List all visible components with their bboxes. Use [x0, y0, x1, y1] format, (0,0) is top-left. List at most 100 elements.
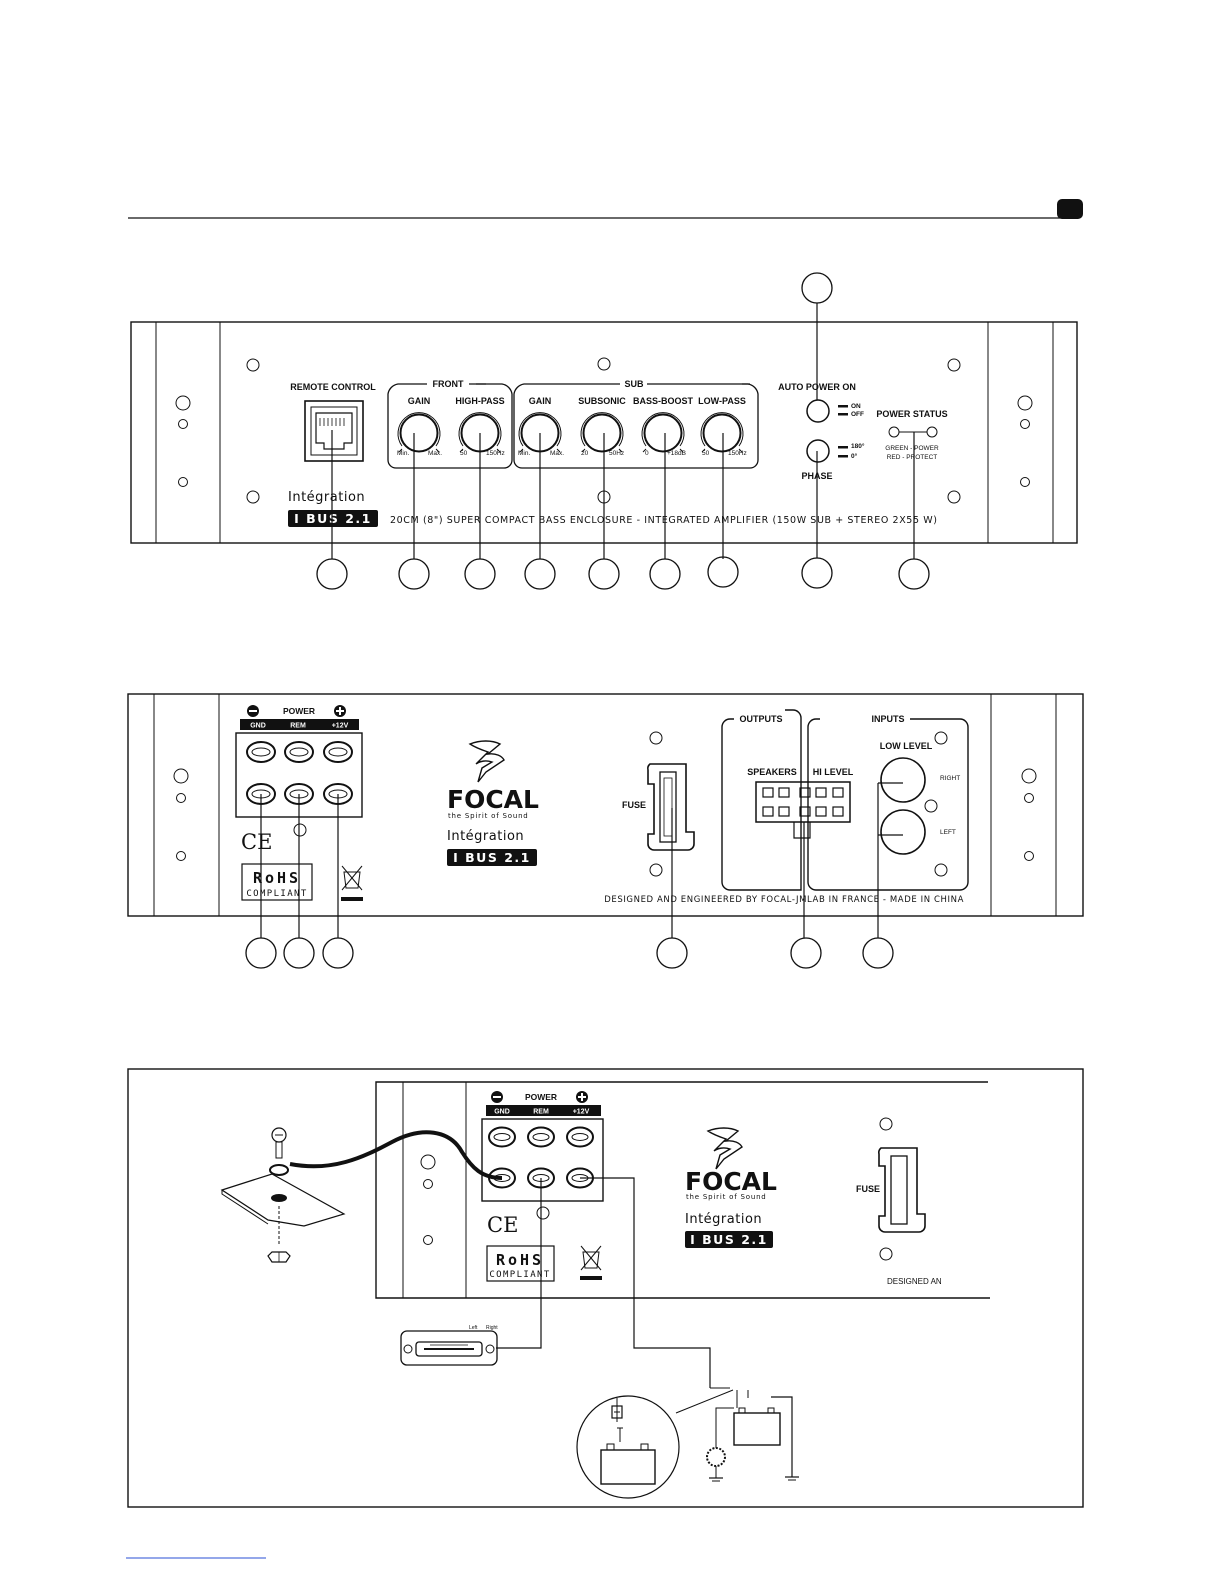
low-level-label: LOW LEVEL [880, 741, 933, 751]
subsonic-label: SUBSONIC [578, 396, 626, 406]
fuse-zoom-icon [600, 1398, 656, 1485]
speaker-hi-level-connector[interactable] [755, 781, 851, 839]
ground-cable [289, 1130, 503, 1180]
bass-boost-max: +18dB [667, 450, 686, 457]
rohs-badge-rear [241, 863, 313, 901]
left-input-label: LEFT [940, 829, 956, 836]
sub-group-label: SUB [624, 379, 644, 389]
on-marker [838, 405, 848, 408]
front-gain-label: GAIN [408, 396, 431, 406]
outputs-label: OUTPUTS [739, 714, 782, 724]
power-wire [580, 1177, 711, 1388]
power-label-rear: POWER [283, 706, 315, 716]
rohs-badge-wiring [486, 1245, 555, 1282]
head-unit-icon [400, 1330, 498, 1366]
bolt-icon [269, 1127, 289, 1176]
remote-control-port[interactable] [304, 400, 364, 462]
right-input-label: RIGHT [940, 775, 960, 782]
inputs-label: INPUTS [871, 714, 904, 724]
phase-180-marker [838, 446, 848, 449]
hi-level-label: HI LEVEL [813, 767, 854, 777]
front-gain-max: Max. [428, 450, 442, 457]
power-led-left [888, 426, 900, 438]
focal-logo-icon-wiring [706, 1127, 743, 1170]
green-power-label: GREEN - POWER [885, 445, 939, 452]
brand-name-rear: FOCAL [447, 785, 539, 814]
rem-label-wiring: REM [533, 1109, 549, 1116]
low-pass-max: 150Hz [728, 450, 747, 457]
integration-logo-rear: Intégration [447, 829, 524, 844]
red-protect-label: RED - PROTECT [887, 454, 938, 461]
weee-bin-icon [341, 865, 363, 901]
weee-bin-icon-wiring [580, 1245, 602, 1280]
phase-180-label: 180° [851, 442, 865, 450]
off-marker [838, 413, 848, 416]
alternator-icon [706, 1447, 726, 1482]
gnd-label-wiring: GND [494, 1109, 510, 1116]
integration-logo-wiring: Intégration [685, 1212, 762, 1227]
speakers-label: SPEAKERS [747, 767, 797, 777]
front-highpass-min: 50 [460, 450, 468, 457]
plus12v-label-rear: +12V [332, 723, 349, 730]
rear-callouts [245, 782, 903, 969]
front-gain-knob[interactable] [397, 412, 441, 453]
rca-right-input[interactable] [880, 757, 926, 803]
subsonic-max: 50Hz [609, 450, 624, 457]
fuse-holder-wiring [878, 1147, 926, 1233]
plus12v-label-wiring: +12V [573, 1109, 590, 1116]
sub-gain-knob[interactable] [518, 412, 562, 453]
nut-icon [267, 1251, 291, 1263]
battery-icon [733, 1390, 799, 1481]
low-pass-knob[interactable] [700, 412, 744, 453]
phase-0-marker [838, 455, 848, 458]
bass-boost-label: BASS-BOOST [633, 396, 694, 406]
rear-panel: POWER GND REM +12V CE RoHS COMPLIANT [127, 693, 1084, 917]
low-pass-label: LOW-PASS [698, 396, 746, 406]
product-description: 20CM (8") SUPER COMPACT BASS ENCLOSURE -… [390, 515, 938, 526]
head-unit-right-label: Right [486, 1325, 498, 1331]
model-name-wiring: I BUS 2.1 [690, 1232, 768, 1247]
on-label: ON [851, 403, 861, 410]
rohs-text-wiring: RoHS [496, 1251, 544, 1269]
model-name-rear: I BUS 2.1 [453, 850, 531, 865]
model-badge-front [288, 510, 378, 527]
remote-control-label: REMOTE CONTROL [290, 382, 376, 392]
front-callouts [316, 272, 930, 590]
fuse-label-wiring: FUSE [856, 1184, 880, 1194]
remote-wire [496, 1178, 542, 1349]
model-name-front: I BUS 2.1 [294, 511, 372, 526]
head-unit-left-label: Left [469, 1325, 478, 1331]
battery-zoom-detail [576, 1395, 680, 1499]
model-badge-wiring [685, 1231, 773, 1248]
ce-mark-wiring: CE [487, 1213, 518, 1237]
rca-left-input[interactable] [880, 809, 926, 855]
power-status-label: POWER STATUS [876, 409, 947, 419]
fuse-label-rear: FUSE [622, 800, 646, 810]
phase-switch[interactable] [806, 439, 830, 463]
rohs-text-rear: RoHS [253, 869, 301, 887]
subsonic-knob[interactable] [580, 412, 624, 453]
subsonic-min: 20 [581, 450, 589, 457]
power-label-wiring: POWER [525, 1092, 557, 1102]
auto-power-switch[interactable] [806, 399, 830, 423]
sub-gain-min: Min. [518, 450, 530, 457]
focal-logo-icon [468, 740, 505, 783]
power-led-right [926, 426, 938, 438]
bass-boost-min: 0 [645, 450, 649, 457]
wiring-diagram: POWER GND REM +12V CE RoHS COMPLIANT [127, 1068, 1084, 1508]
phase-0-label: 0° [851, 452, 858, 460]
front-group-label: FRONT [433, 379, 464, 389]
gnd-label-rear: GND [250, 723, 266, 730]
front-highpass-max: 150Hz [486, 450, 505, 457]
fuse-holder[interactable] [647, 763, 695, 851]
ce-mark-rear: CE [241, 830, 272, 854]
bass-boost-knob[interactable] [641, 412, 685, 453]
model-badge-rear [447, 849, 537, 866]
tagline-wiring: the Spirit of Sound [686, 1193, 767, 1201]
front-gain-min: Min. [397, 450, 409, 457]
low-pass-min: 50 [702, 450, 710, 457]
page-tab-marker [1057, 199, 1083, 219]
off-label: OFF [851, 411, 864, 418]
designed-in-text: DESIGNED AND ENGINEERED BY FOCAL-JMLAB I… [604, 895, 964, 905]
